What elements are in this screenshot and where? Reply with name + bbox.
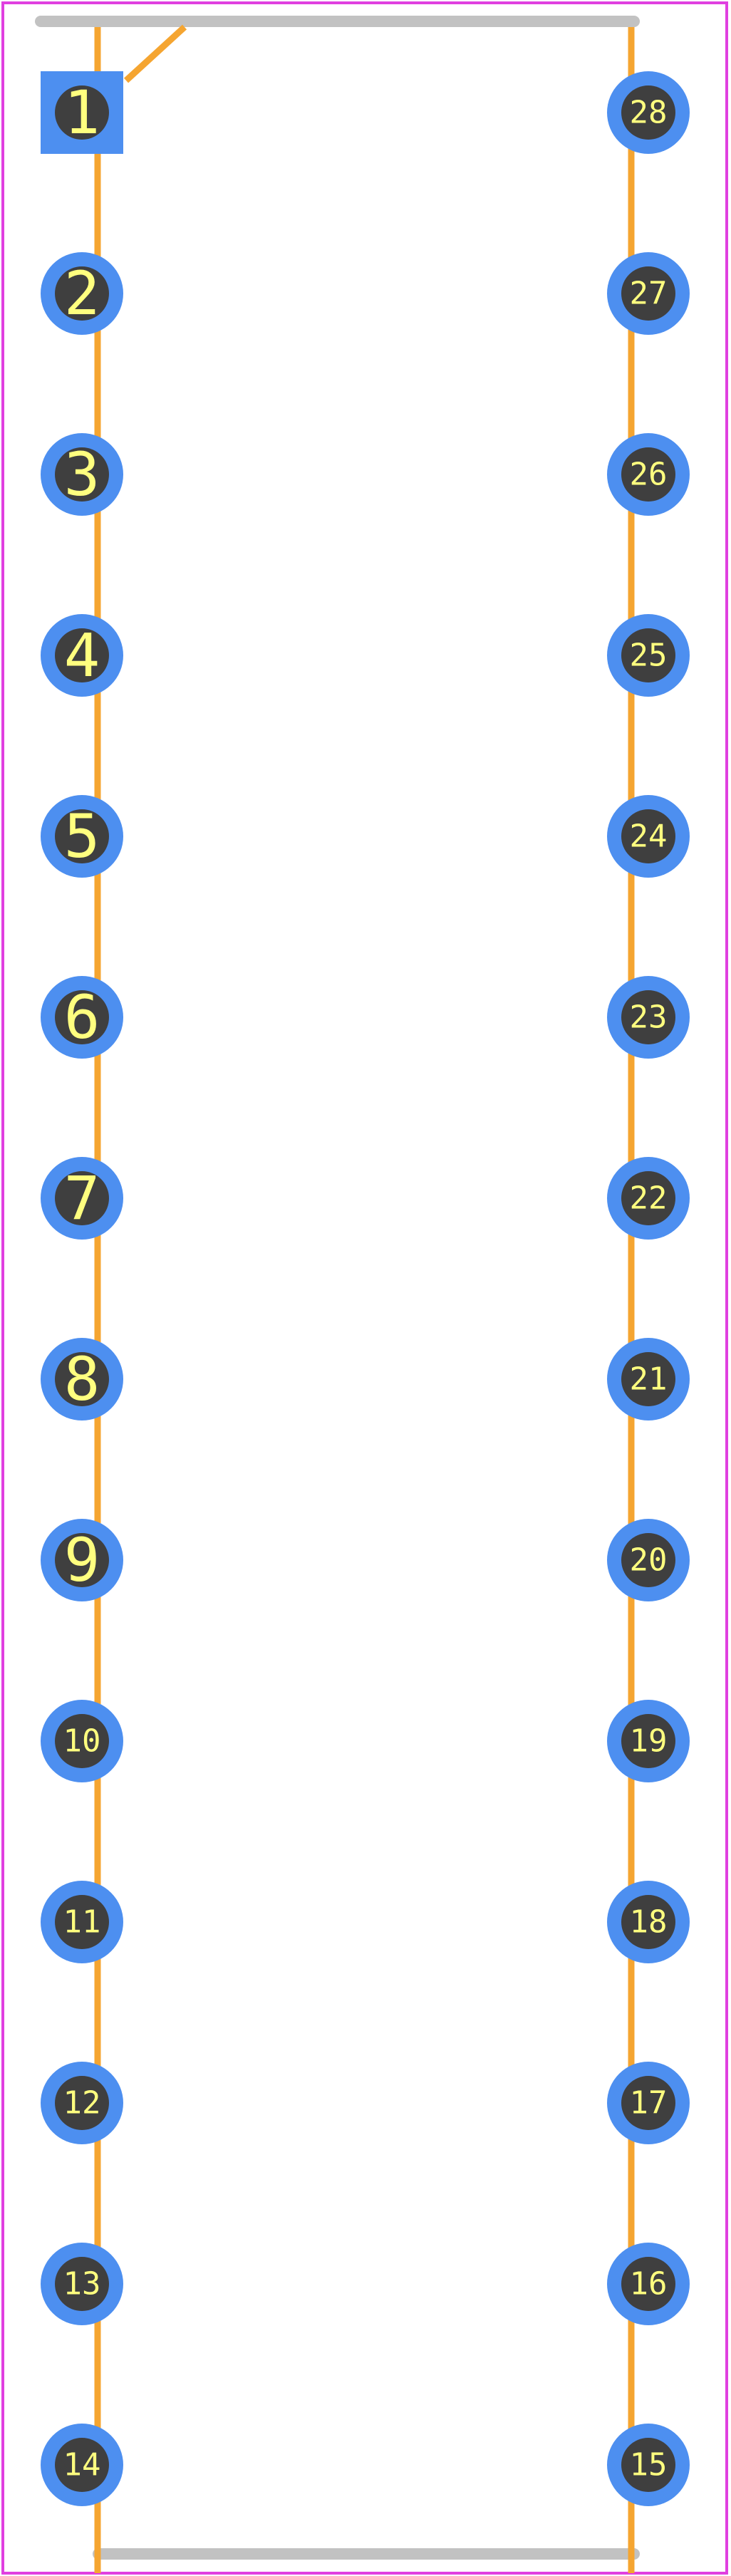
pad-drill-hole bbox=[55, 1895, 109, 1949]
pad-drill-hole bbox=[621, 2076, 675, 2130]
pad-10: 10 bbox=[41, 1700, 123, 1782]
pad-drill-hole bbox=[55, 2438, 109, 2492]
pad-16: 16 bbox=[607, 2243, 690, 2325]
pad-group: 1234567891011121314282726252423222120191… bbox=[41, 71, 690, 2506]
pad-drill-hole bbox=[55, 628, 109, 682]
pad-drill-hole bbox=[55, 2257, 109, 2311]
pin-number-label: 14 bbox=[63, 2447, 101, 2483]
pin-number-label: 26 bbox=[630, 457, 668, 493]
pin-number-label: 1 bbox=[64, 78, 100, 147]
pad-24: 24 bbox=[607, 795, 690, 878]
pad-22: 22 bbox=[607, 1157, 690, 1240]
pad-6: 6 bbox=[41, 976, 123, 1059]
pad-25: 25 bbox=[607, 614, 690, 697]
pad-5: 5 bbox=[41, 795, 123, 878]
pad-15: 15 bbox=[607, 2424, 690, 2506]
pin-number-label: 21 bbox=[630, 1361, 668, 1398]
pad-drill-hole bbox=[621, 447, 675, 502]
pin-number-label: 12 bbox=[63, 2085, 101, 2121]
pad-drill-hole bbox=[621, 2438, 675, 2492]
pad-14: 14 bbox=[41, 2424, 123, 2506]
pad-drill-hole bbox=[55, 1714, 109, 1768]
pad-20: 20 bbox=[607, 1519, 690, 1601]
pad-26: 26 bbox=[607, 433, 690, 516]
pad-drill-hole bbox=[55, 1533, 109, 1587]
pin-number-label: 2 bbox=[64, 259, 100, 328]
pad-drill-hole bbox=[621, 1352, 675, 1406]
silkscreen-outline bbox=[94, 24, 635, 2573]
pad-2: 2 bbox=[41, 252, 123, 335]
pad-drill-hole bbox=[621, 1714, 675, 1768]
pin-number-label: 22 bbox=[630, 1180, 668, 1217]
pin-number-label: 10 bbox=[63, 1723, 101, 1760]
pad-drill-hole bbox=[55, 447, 109, 502]
pin-number-label: 28 bbox=[630, 95, 668, 131]
pin-number-label: 24 bbox=[630, 819, 668, 855]
pin-number-label: 3 bbox=[64, 440, 100, 509]
pin-number-label: 11 bbox=[63, 1904, 101, 1941]
pin-number-label: 4 bbox=[64, 620, 100, 690]
pad-11: 11 bbox=[41, 1881, 123, 1963]
pad-drill-hole bbox=[621, 1533, 675, 1587]
pad-drill-hole bbox=[621, 2257, 675, 2311]
pad-12: 12 bbox=[41, 2062, 123, 2144]
pad-21: 21 bbox=[607, 1338, 690, 1421]
pad-4: 4 bbox=[41, 614, 123, 697]
pad-drill-hole bbox=[621, 266, 675, 321]
pin-number-label: 27 bbox=[630, 276, 668, 312]
pad-28: 28 bbox=[607, 71, 690, 154]
pin-number-label: 16 bbox=[630, 2266, 668, 2302]
pin-number-label: 7 bbox=[64, 1163, 100, 1233]
pin-number-label: 20 bbox=[630, 1542, 668, 1579]
pad-1: 1 bbox=[41, 71, 123, 154]
pad-drill-hole bbox=[621, 1895, 675, 1949]
pad-23: 23 bbox=[607, 976, 690, 1059]
pin-number-label: 8 bbox=[64, 1344, 100, 1414]
pad-drill-hole bbox=[55, 990, 109, 1044]
pin-number-label: 25 bbox=[630, 638, 668, 674]
pad-drill-hole bbox=[55, 809, 109, 863]
pin-number-label: 18 bbox=[630, 1904, 668, 1941]
pad-27: 27 bbox=[607, 252, 690, 335]
pad-drill-hole bbox=[621, 628, 675, 682]
pad-drill-hole bbox=[55, 266, 109, 321]
pad-3: 3 bbox=[41, 433, 123, 516]
pad-17: 17 bbox=[607, 2062, 690, 2144]
pad-13: 13 bbox=[41, 2243, 123, 2325]
pad-9: 9 bbox=[41, 1519, 123, 1601]
pin-number-label: 23 bbox=[630, 999, 668, 1036]
pin-number-label: 15 bbox=[630, 2447, 668, 2483]
pad-18: 18 bbox=[607, 1881, 690, 1963]
pad-drill-hole bbox=[621, 85, 675, 140]
pad-drill-hole bbox=[621, 1171, 675, 1225]
pad-drill-hole bbox=[55, 1171, 109, 1225]
pad-drill-hole bbox=[55, 85, 109, 140]
silk-pin1-chamfer bbox=[123, 24, 187, 83]
pad-drill-hole bbox=[621, 990, 675, 1044]
pad-drill-hole bbox=[55, 2076, 109, 2130]
pin-number-label: 5 bbox=[64, 801, 100, 871]
pad-19: 19 bbox=[607, 1700, 690, 1782]
pin-number-label: 13 bbox=[63, 2266, 101, 2302]
pad-7: 7 bbox=[41, 1157, 123, 1240]
pad-8: 8 bbox=[41, 1338, 123, 1421]
pad-drill-hole bbox=[621, 809, 675, 863]
pin-number-label: 9 bbox=[64, 1525, 100, 1595]
pad-drill-hole bbox=[55, 1352, 109, 1406]
pin-number-label: 6 bbox=[64, 982, 100, 1052]
pin-number-label: 19 bbox=[630, 1723, 668, 1760]
pin-number-label: 17 bbox=[630, 2085, 668, 2121]
